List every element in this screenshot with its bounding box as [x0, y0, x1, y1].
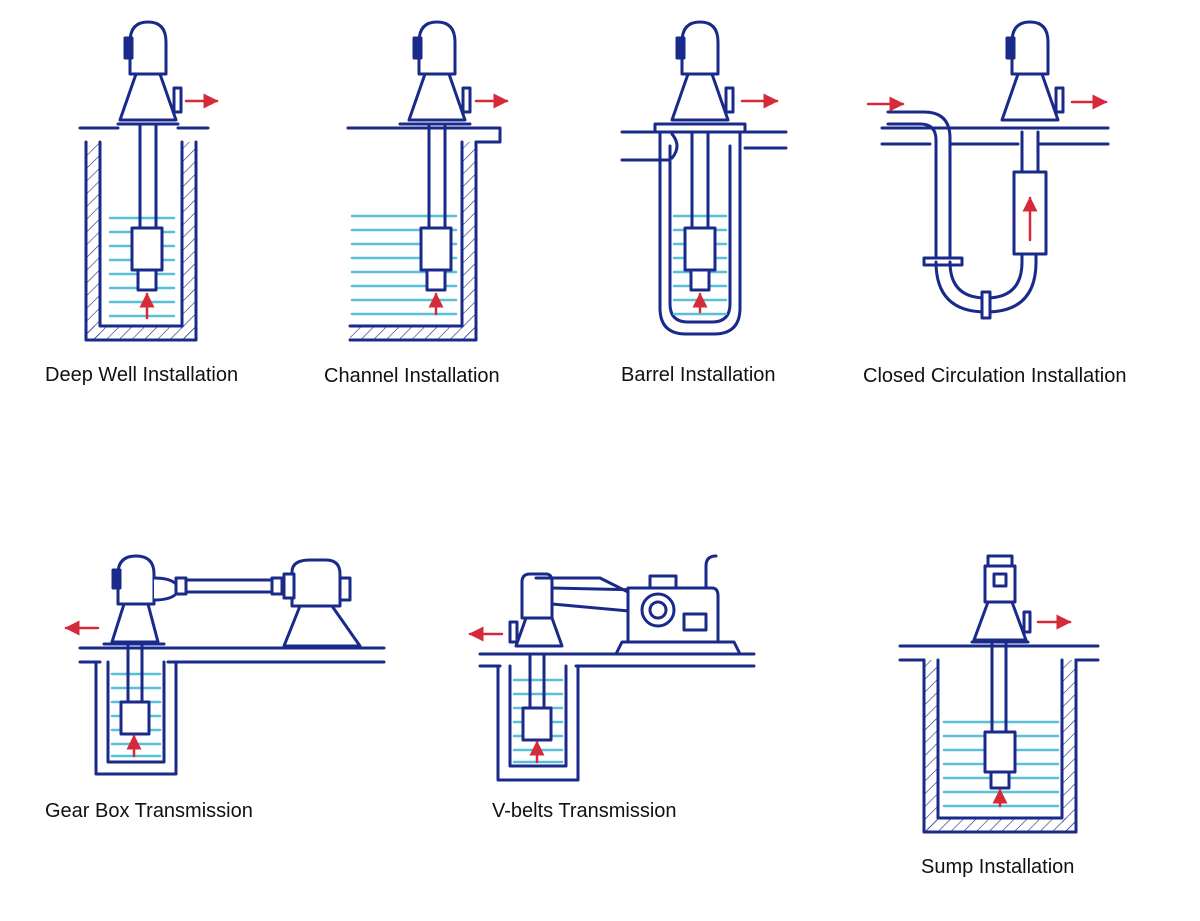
- sump-pump-icon: [898, 554, 1100, 834]
- deep-well-pump-icon: [78, 20, 219, 342]
- sump-label: Sump Installation: [921, 856, 1075, 878]
- closed-circulation-pump-icon: [866, 20, 1110, 320]
- v-belts-label: V-belts Transmission: [492, 800, 677, 822]
- gear-box-pump-icon: [64, 554, 386, 776]
- channel-pump-icon: [346, 20, 509, 342]
- gear-box-label: Gear Box Transmission: [45, 800, 253, 822]
- barrel-label: Barrel Installation: [621, 364, 776, 386]
- v-belt-pump-icon: [468, 554, 756, 782]
- closed-circulation-label: Closed Circulation Installation: [863, 365, 1127, 387]
- barrel-pump-icon: [620, 20, 788, 336]
- deep-well-label: Deep Well Installation: [45, 364, 239, 386]
- channel-label: Channel Installation: [324, 365, 500, 387]
